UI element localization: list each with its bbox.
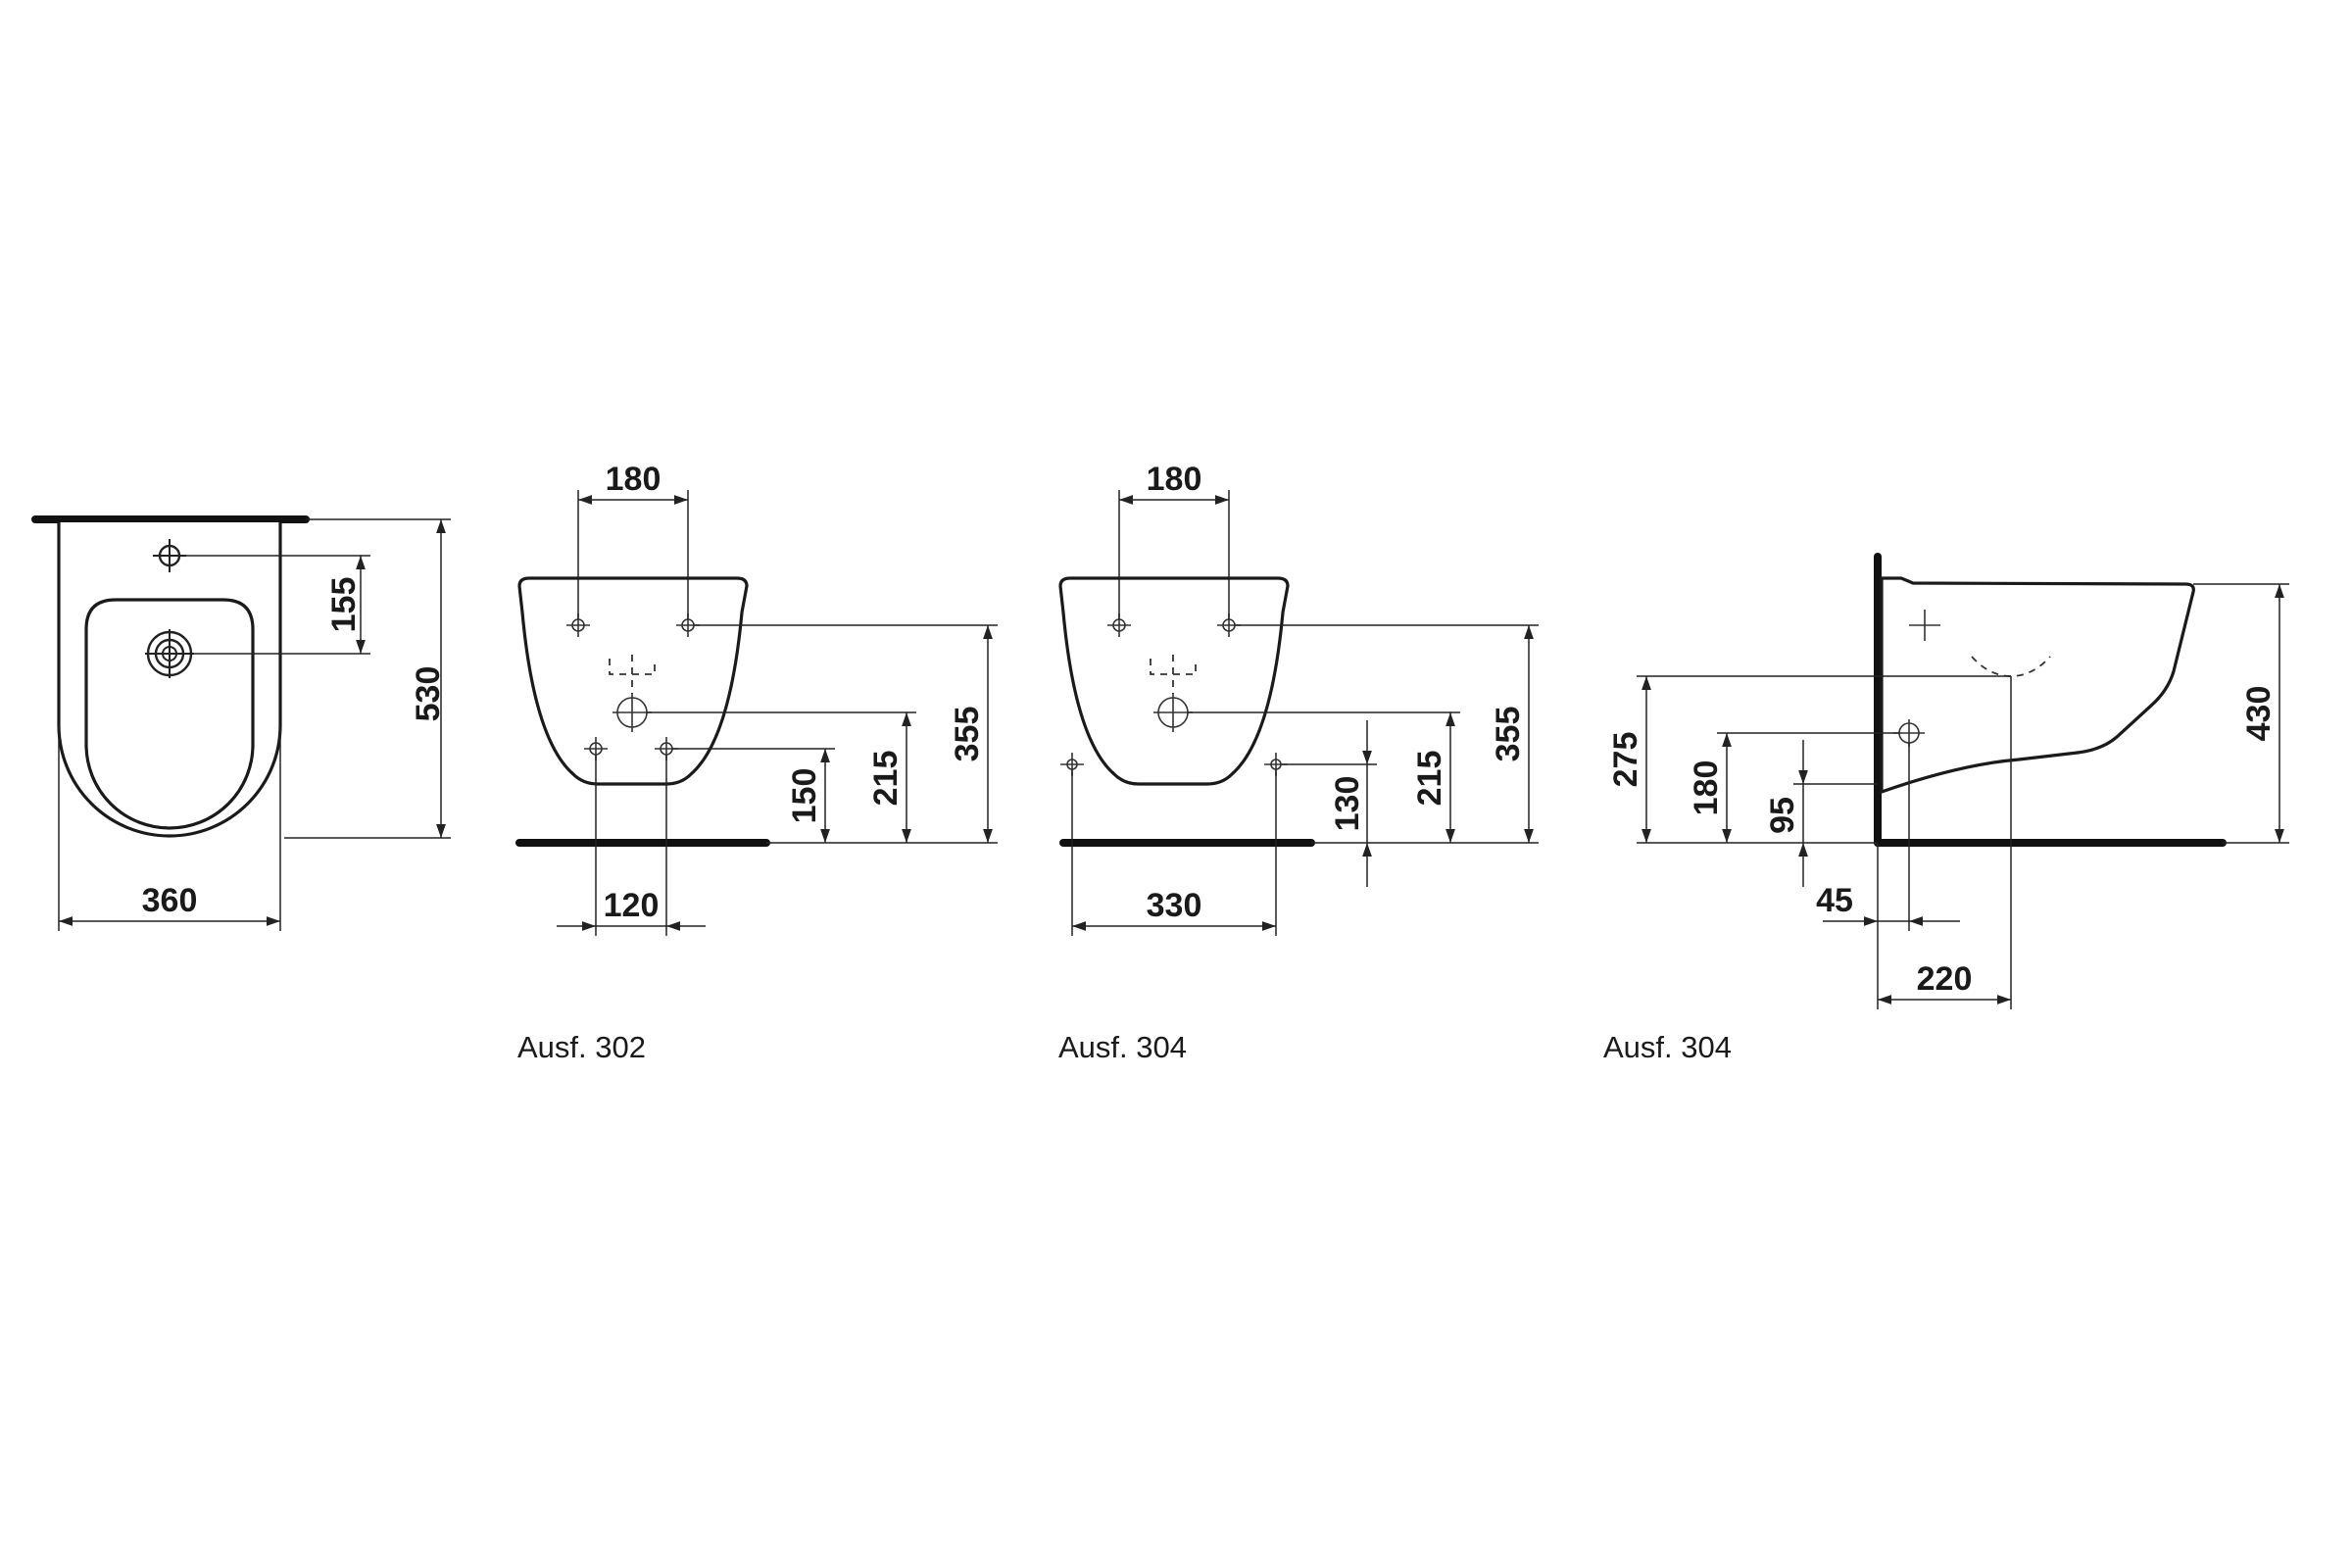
tap-position-icon xyxy=(1909,610,1940,641)
top-view: 530 155 360 xyxy=(31,515,451,931)
dim-height-label: 430 xyxy=(2240,686,2278,742)
dim-top-spacing-label-302: 180 xyxy=(606,461,662,498)
dim-tap-hole-label: 155 xyxy=(325,577,363,633)
dim-supply-height-label: 180 xyxy=(1688,760,1725,816)
dim-supply-offset-label: 45 xyxy=(1816,882,1853,919)
dim-outlet-height-label: 95 xyxy=(1764,797,1801,834)
tap-hole-icon xyxy=(153,539,186,572)
dim-overflow-height-label: 275 xyxy=(1607,732,1644,788)
drain-icon xyxy=(145,629,194,678)
caption-front-304: Ausf. 304 xyxy=(1058,1030,1187,1064)
caption-302: Ausf. 302 xyxy=(517,1030,646,1064)
side-view-304: 430 275 180 95 45 220 Ausf. 304 xyxy=(1603,553,2289,1064)
dim-bottom-fix-height-label-304: 130 xyxy=(1329,776,1366,832)
bidet-front-outline-302 xyxy=(517,576,749,786)
front-view-304: 180 330 130 215 355 Ausf. 304 xyxy=(1058,461,1539,1064)
dim-outlet-height-label-302: 215 xyxy=(867,751,905,807)
dim-outlet-height-label-304: 215 xyxy=(1411,751,1448,807)
caption-side-304: Ausf. 304 xyxy=(1603,1030,1732,1064)
dim-bottom-spacing-label-302: 120 xyxy=(604,887,660,924)
bidet-side-outline xyxy=(1880,576,2195,795)
dim-bottom-fix-height-label-302: 150 xyxy=(786,768,823,824)
dim-bottom-spacing-label-304: 330 xyxy=(1147,887,1202,924)
dim-top-fix-height-label-302: 355 xyxy=(949,707,986,762)
dim-width-label: 360 xyxy=(142,882,198,919)
front-view-302: 180 120 150 215 355 Ausf. 302 xyxy=(515,461,998,1064)
water-supply-dashed-icon xyxy=(609,655,656,694)
dim-outlet-offset-label: 220 xyxy=(1917,960,1973,998)
dim-top-fix-height-label-304: 355 xyxy=(1490,707,1527,762)
bowl-outline xyxy=(84,598,255,830)
overflow-dashed-icon xyxy=(1971,656,2051,677)
dim-top-spacing-label-304: 180 xyxy=(1147,461,1202,498)
dim-depth-label: 530 xyxy=(410,666,447,722)
water-supply-dashed-icon xyxy=(1150,655,1197,694)
bidet-front-outline-304 xyxy=(1058,576,1290,786)
